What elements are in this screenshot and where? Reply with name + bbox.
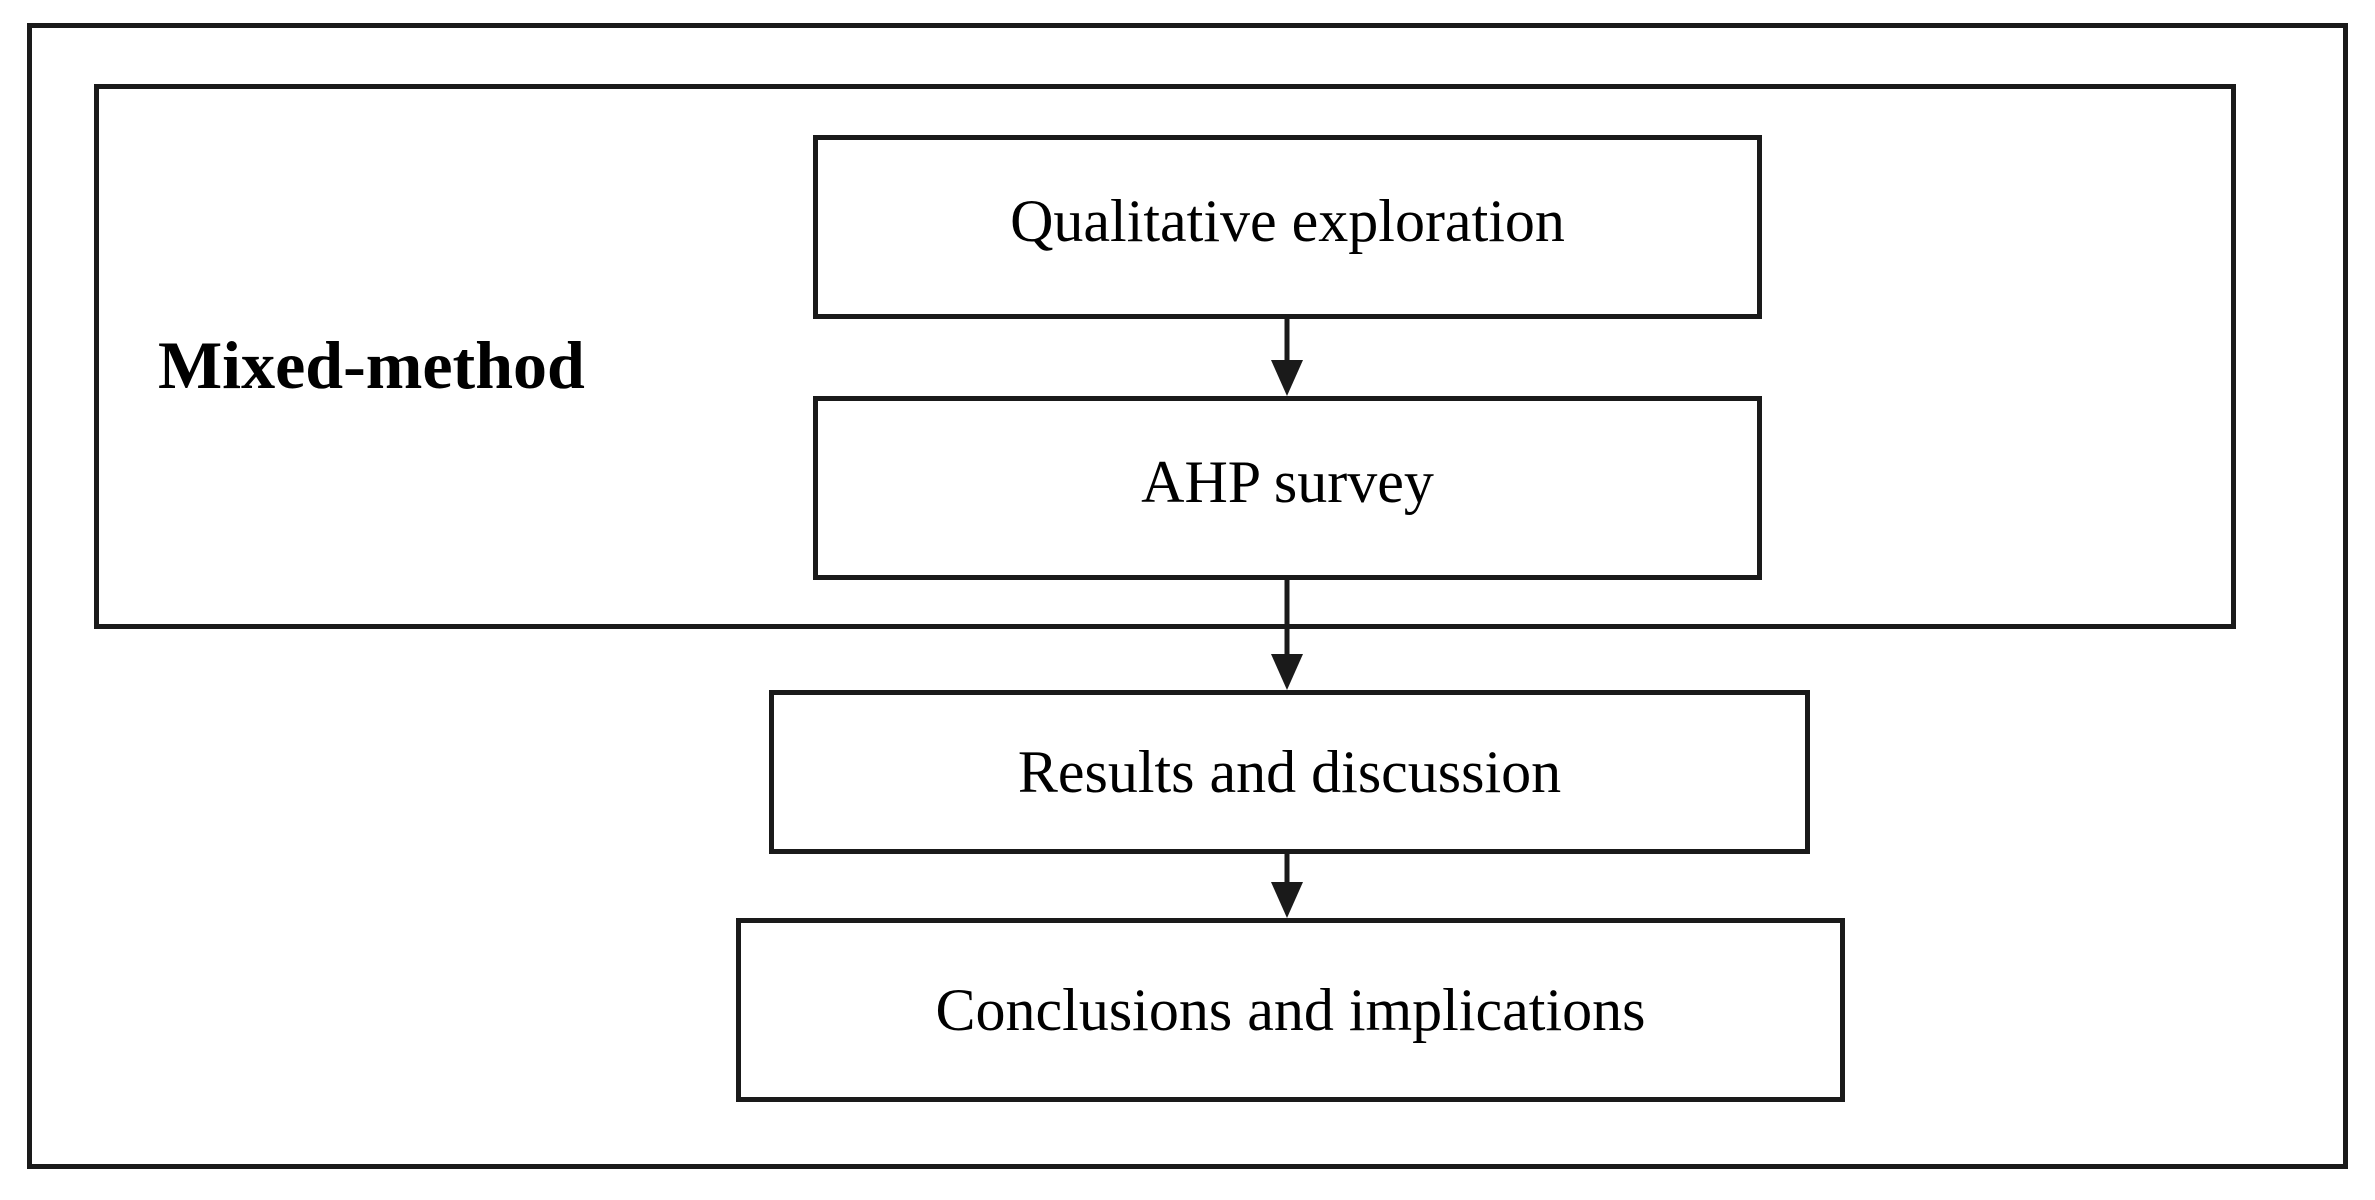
step-label: Results and discussion <box>1017 739 1562 805</box>
outer-frame <box>27 23 2348 1169</box>
step-qualitative-exploration: Qualitative exploration <box>813 135 1762 319</box>
step-label: Qualitative exploration <box>1010 188 1565 254</box>
mixed-method-group <box>94 84 2236 629</box>
step-conclusions-and-implications: Conclusions and implications <box>736 918 1845 1102</box>
step-label: Conclusions and implications <box>935 977 1646 1043</box>
step-ahp-survey: AHP survey <box>813 396 1762 580</box>
step-results-and-discussion: Results and discussion <box>769 690 1810 854</box>
mixed-method-label: Mixed-method <box>158 327 585 403</box>
step-label: AHP survey <box>1141 449 1434 515</box>
